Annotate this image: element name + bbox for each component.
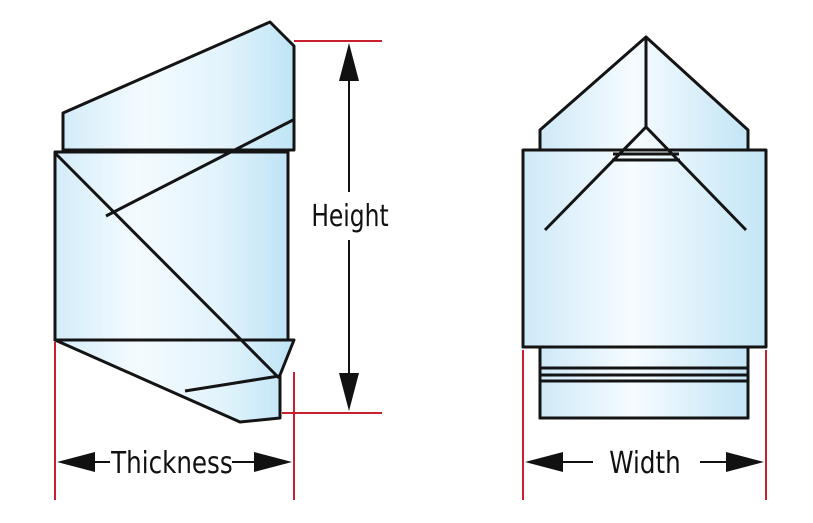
width-arrowhead-right bbox=[726, 452, 764, 472]
side-view-prism bbox=[53, 20, 296, 424]
width-label: Width bbox=[609, 447, 680, 481]
height-arrowhead-up bbox=[339, 43, 359, 81]
height-dimension: Height bbox=[282, 40, 389, 414]
roof-ridge-edge bbox=[105, 118, 294, 218]
thickness-arrowhead-left bbox=[57, 452, 95, 472]
roof-left-inner bbox=[543, 125, 648, 232]
main-block bbox=[53, 150, 290, 342]
thickness-dimension: Thickness bbox=[54, 342, 295, 500]
roof-right-inner bbox=[644, 125, 748, 232]
diagonal-edge bbox=[54, 152, 281, 380]
height-label: Height bbox=[311, 199, 388, 234]
wide-block bbox=[521, 148, 768, 349]
upper-prism-body bbox=[61, 20, 296, 152]
lower-prism-body bbox=[53, 338, 296, 424]
front-view-prism bbox=[521, 35, 768, 420]
width-dimension: Width bbox=[522, 350, 767, 500]
thickness-arrowhead-right bbox=[254, 452, 292, 472]
thickness-label: Thickness bbox=[110, 447, 232, 481]
height-arrowhead-down bbox=[339, 373, 359, 411]
width-arrowhead-left bbox=[525, 452, 563, 472]
lower-facet-edge bbox=[184, 374, 280, 393]
